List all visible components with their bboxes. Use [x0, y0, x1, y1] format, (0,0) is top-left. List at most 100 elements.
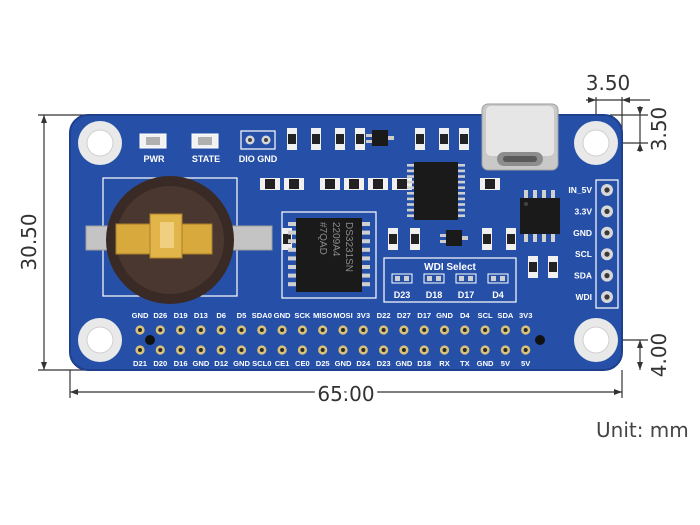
gpio-bottom-label: D20	[153, 359, 167, 368]
passive-component	[344, 178, 364, 190]
gpio-top-label: GND	[132, 311, 149, 320]
passive-component	[439, 128, 449, 150]
rtc-chip-line1: DS3231SN	[343, 222, 354, 272]
passive-component	[287, 128, 297, 150]
gpio-column: 3V3 5V	[519, 311, 533, 368]
gpio-bottom-label: D16	[174, 359, 188, 368]
right-pin-0: IN_5V	[568, 184, 613, 196]
gpio-bottom-label: D25	[316, 359, 331, 368]
wdi-option-d18: D18	[423, 273, 445, 300]
right-pin-2: GND	[573, 226, 613, 239]
passive-components	[260, 128, 558, 278]
right-pin-label: GND	[573, 228, 592, 238]
right-pin-4: SDA	[574, 269, 613, 282]
passive-component	[311, 128, 321, 150]
mid-transistor	[440, 230, 468, 246]
gpio-top-label: D4	[460, 311, 470, 320]
passive-component	[388, 228, 398, 250]
gpio-top-label: 3V3	[357, 311, 371, 320]
gpio-bottom-label: D12	[214, 359, 228, 368]
right-pin-1: 3.3V	[575, 205, 613, 218]
right-pin-label: SCL	[575, 249, 592, 259]
right-header-outline	[595, 179, 619, 309]
leds	[139, 133, 219, 149]
passive-component	[482, 228, 492, 250]
right-pin-5: WDI	[575, 291, 613, 303]
passive-component	[410, 228, 420, 250]
gpio-top-label: D27	[397, 311, 411, 320]
gpio-column: SCL GND	[477, 311, 494, 368]
gpio-bottom-label: D18	[417, 359, 431, 368]
gpio-top-label: GND	[436, 311, 453, 320]
gpio-bottom-label: GND	[477, 359, 494, 368]
passive-component	[260, 178, 280, 190]
gpio-bottom-label: GND	[335, 359, 352, 368]
gpio-bottom-label: 5V	[521, 359, 531, 368]
gpio-bottom-label: CE0	[295, 359, 310, 368]
passive-component	[282, 228, 292, 250]
gpio-top-label: D13	[194, 311, 208, 320]
passive-component	[335, 128, 345, 150]
secondary-chip	[407, 162, 465, 220]
gpio-top-label: D19	[174, 311, 188, 320]
wdi-option-d23: D23	[391, 273, 413, 300]
gpio-top-label: GND	[274, 311, 291, 320]
rtc-chip	[281, 211, 377, 299]
wdi-option-d4: D4	[487, 273, 509, 300]
wdi-option-label: D17	[458, 290, 475, 300]
right-pin-label: SDA	[574, 271, 592, 281]
wdi-select-label: WDI Select	[424, 262, 476, 273]
rtc-chip-line3: #7QAD	[317, 222, 328, 255]
passive-component	[415, 128, 425, 150]
gpio-bottom-label: SCL0	[252, 359, 271, 368]
gpio-column: MISO D25	[313, 311, 333, 368]
height-dimension-label: 30.50	[17, 213, 41, 270]
gpio-top-label: SCL	[478, 311, 494, 320]
passive-component	[355, 128, 365, 150]
gpio-bottom-label: GND	[395, 359, 412, 368]
coin-battery-holder	[85, 176, 273, 304]
usb-c-connector	[481, 103, 559, 171]
passive-component	[284, 178, 304, 190]
right-pin-label: WDI	[575, 292, 592, 302]
gpio-top-label: D5	[237, 311, 247, 320]
gpio-top-label: 3V3	[519, 311, 533, 320]
hole-y-label: 3.50	[647, 107, 671, 152]
gpio-top-label: D6	[216, 311, 226, 320]
passive-component	[506, 228, 516, 250]
hole-x-label: 3.50	[586, 71, 631, 95]
wdi-option-label: D23	[394, 290, 411, 300]
gpio-bottom-label: GND	[192, 359, 209, 368]
gpio-bottom-label: TX	[460, 359, 470, 368]
dimension-lines	[38, 97, 650, 398]
mounting-holes	[78, 121, 618, 362]
passive-component	[528, 256, 538, 278]
gpio-top-label: SDA	[497, 311, 514, 320]
state-label: STATE	[192, 154, 220, 164]
gpio-bottom-label: D24	[356, 359, 371, 368]
passive-component	[459, 128, 469, 150]
gpio-bottom-label: GND	[233, 359, 250, 368]
gpio-bottom-label: D23	[377, 359, 391, 368]
width-dimension-label: 65.00	[317, 382, 374, 406]
dio-gnd-header	[240, 130, 276, 150]
unit-label: Unit: mm	[596, 418, 689, 442]
gpio-top-label: MISO	[313, 311, 333, 320]
bottom-offset-label: 4.00	[647, 333, 671, 378]
gpio-header: GNDD21D26D20D19D16D13GNDD6D12D5GNDSDA0SC…	[132, 311, 545, 368]
gpio-top-label: SDA0	[252, 311, 272, 320]
